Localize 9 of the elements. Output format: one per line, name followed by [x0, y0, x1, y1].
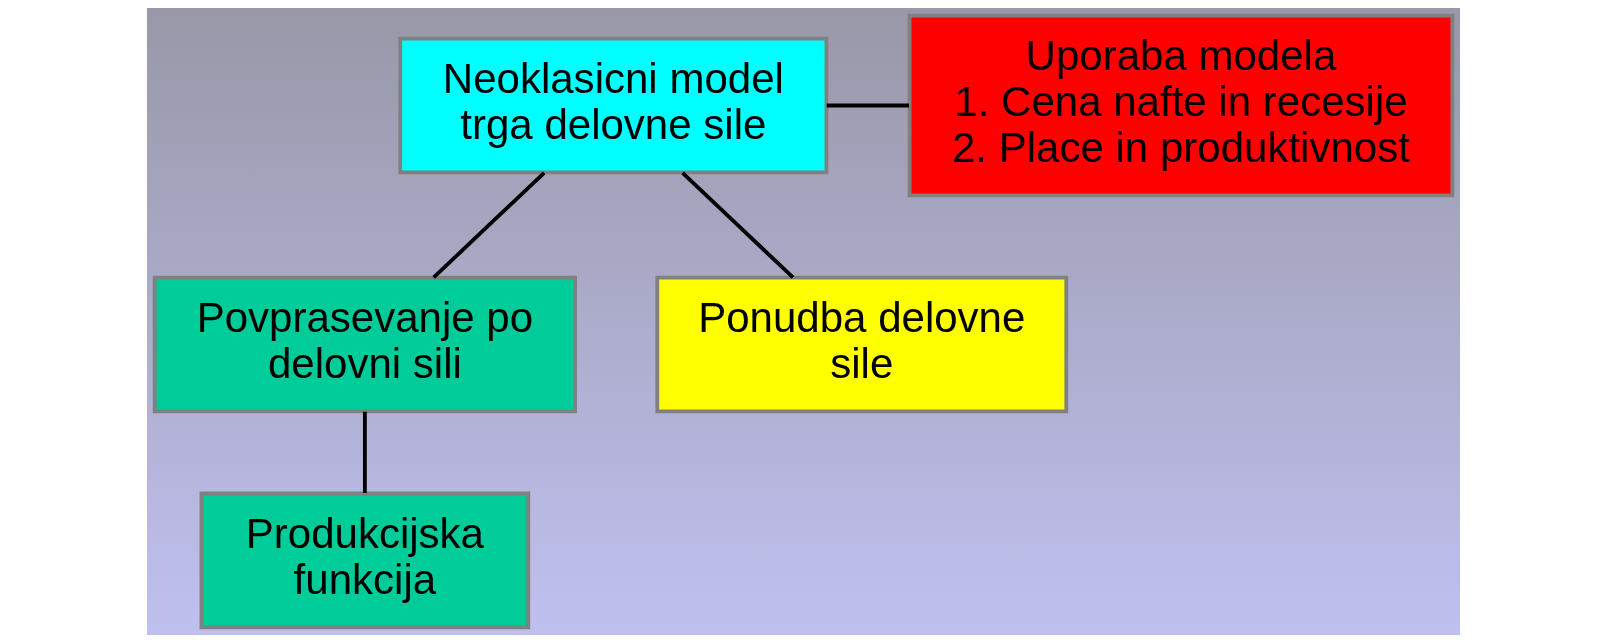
node-box: Uporaba modela 1. Cena nafte in recesije 2. Place in produktivnost [907, 13, 1454, 198]
connector [431, 171, 545, 279]
connector [680, 171, 794, 279]
node-box: Neoklasicni model trga delovne sile [397, 36, 828, 175]
connector [826, 103, 909, 108]
node-box: Ponudba delovne sile [654, 275, 1068, 414]
node-box: Povprasevanje po delovni sili [152, 275, 577, 414]
node-box: Produkcijska funkcija [199, 491, 530, 630]
connector [362, 411, 367, 493]
